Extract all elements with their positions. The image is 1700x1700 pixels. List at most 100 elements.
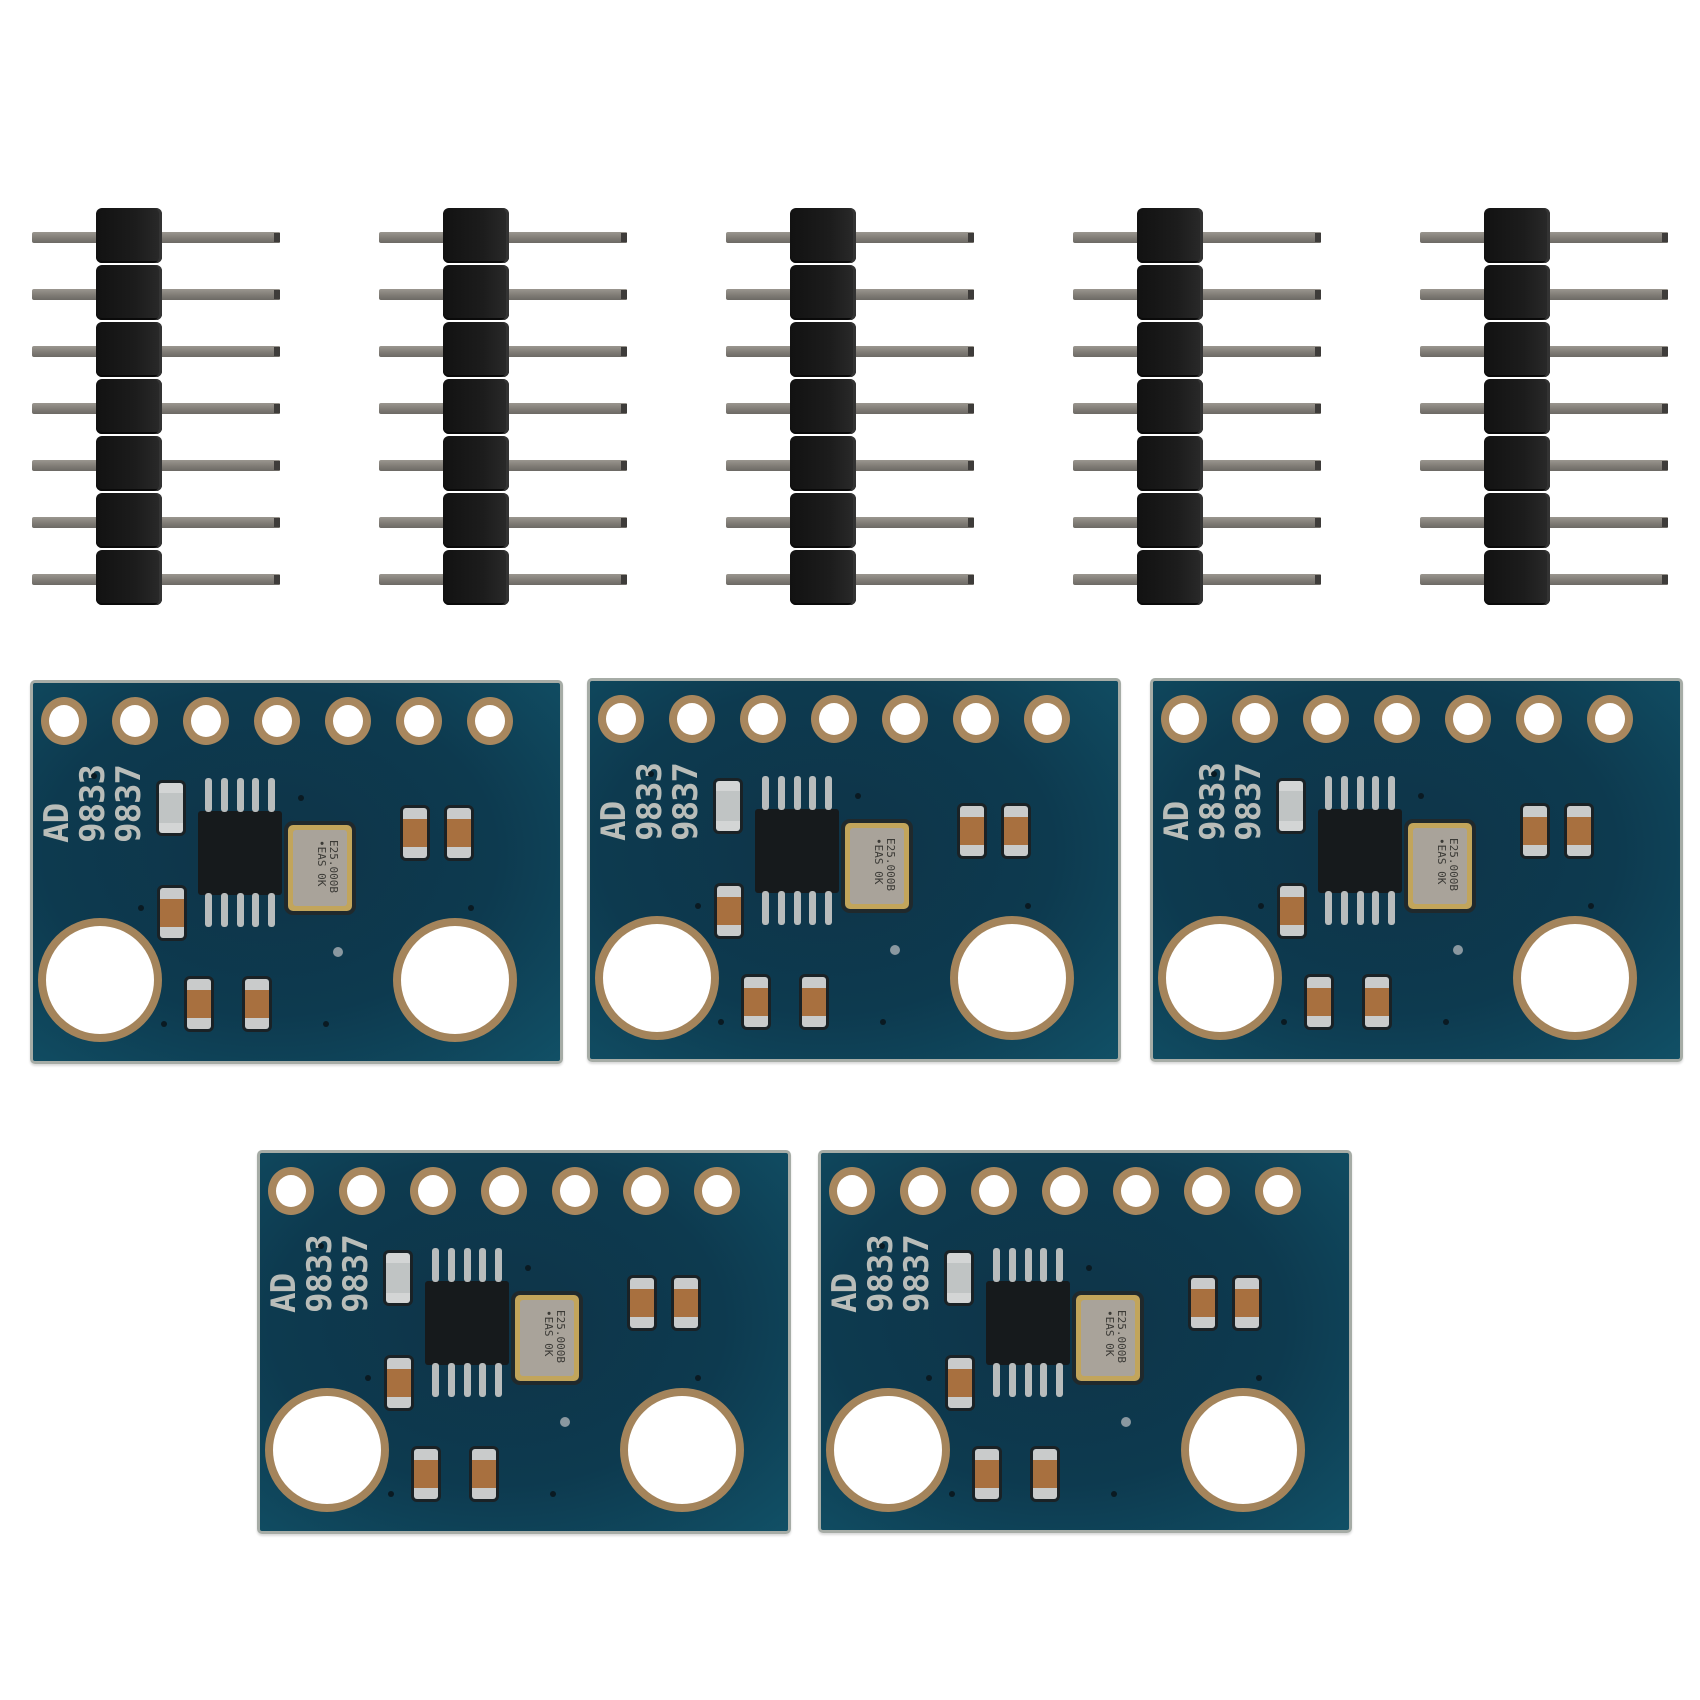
pin-long-end	[1548, 289, 1668, 300]
plastic-housing	[443, 493, 509, 548]
via	[1111, 1491, 1117, 1497]
pin-short-end	[32, 346, 98, 357]
pin-short-end	[32, 460, 98, 471]
header-pad	[623, 1167, 669, 1215]
ic-leads-bottom	[1325, 891, 1395, 925]
header-pin-row	[377, 493, 632, 550]
crystal-face: E25.000B •EAS 0K	[1413, 828, 1467, 904]
ic-lead	[777, 776, 785, 810]
ic-lead	[1024, 1248, 1032, 1282]
pin-long-end	[1548, 460, 1668, 471]
via	[1418, 793, 1424, 799]
pin-long-end	[1201, 403, 1321, 414]
ic-leads-bottom	[205, 893, 275, 927]
pin-short-end	[726, 517, 792, 528]
crystal-face: E25.000B •EAS 0K	[293, 830, 347, 906]
pin-short-end	[1420, 289, 1486, 300]
header-pad	[1042, 1167, 1088, 1215]
ic-lead	[809, 776, 817, 810]
crystal-face: E25.000B •EAS 0K	[1081, 1300, 1135, 1376]
pin-long-end	[854, 403, 974, 414]
header-pad	[254, 697, 300, 745]
pin-short-end	[1420, 346, 1486, 357]
via	[161, 1021, 167, 1027]
header-pin-row	[377, 379, 632, 436]
pin-long-end	[160, 517, 280, 528]
pin-long-end	[507, 403, 627, 414]
ic-lead	[1040, 1363, 1048, 1397]
plastic-housing	[96, 208, 162, 263]
resistor	[1279, 781, 1303, 831]
header-pin-row	[377, 550, 632, 607]
silkscreen-line: AD	[825, 1273, 865, 1313]
capacitor	[160, 888, 184, 938]
pin-short-end	[1420, 460, 1486, 471]
ic-chip	[986, 1281, 1070, 1365]
header-pin-row	[1418, 436, 1673, 493]
ic-lead	[268, 778, 275, 812]
via	[468, 905, 474, 911]
crystal-oscillator: E25.000B •EAS 0K	[515, 1295, 579, 1381]
plastic-housing	[443, 379, 509, 434]
silkscreen-line: AD	[594, 801, 634, 841]
header-pin-row	[1071, 322, 1326, 379]
capacitor	[1004, 806, 1028, 856]
ic-lead	[1024, 1363, 1032, 1397]
crystal-oscillator: E25.000B •EAS 0K	[1076, 1295, 1140, 1381]
header-pin-row	[377, 265, 632, 322]
capacitor	[387, 1358, 411, 1408]
plastic-housing	[1484, 379, 1550, 434]
header-pin-row	[1071, 436, 1326, 493]
ic-lead	[1388, 776, 1395, 810]
header-pad	[1113, 1167, 1159, 1215]
header-pad	[1232, 695, 1278, 743]
pin-long-end	[854, 232, 974, 243]
header-pin-row	[724, 322, 979, 379]
header-pad	[339, 1167, 385, 1215]
header-pad	[1255, 1167, 1301, 1215]
pin-header	[1418, 208, 1673, 608]
pin-long-end	[854, 289, 974, 300]
ic-lead	[268, 893, 275, 927]
capacitor	[1365, 977, 1389, 1027]
ic-lead	[479, 1363, 487, 1397]
capacitor	[403, 808, 427, 858]
resistor	[386, 1253, 410, 1303]
header-pin-row	[724, 436, 979, 493]
header-pin-row	[30, 550, 285, 607]
header-pad	[900, 1167, 946, 1215]
via	[318, 1243, 324, 1249]
pin-short-end	[32, 517, 98, 528]
ic-lead	[252, 893, 260, 927]
pin-long-end	[1548, 574, 1668, 585]
header-pin-row	[377, 436, 632, 493]
header-pin-row	[724, 493, 979, 550]
ic-lead	[993, 1248, 1000, 1282]
header-pad	[481, 1167, 527, 1215]
plastic-housing	[96, 265, 162, 320]
via	[880, 1019, 886, 1025]
pin-short-end	[32, 289, 98, 300]
pin-long-end	[507, 517, 627, 528]
via	[718, 1019, 724, 1025]
header-pin-row	[724, 265, 979, 322]
plastic-housing	[96, 379, 162, 434]
ic-lead	[236, 778, 244, 812]
pin-short-end	[379, 289, 445, 300]
crystal-oscillator: E25.000B •EAS 0K	[845, 823, 909, 909]
ic-chip	[755, 809, 839, 893]
header-pad	[552, 1167, 598, 1215]
mounting-hole	[826, 1388, 950, 1512]
pin-long-end	[1201, 346, 1321, 357]
silkscreen-line: 9837	[336, 1235, 376, 1313]
ic-lead	[1056, 1248, 1063, 1282]
plastic-housing	[790, 379, 856, 434]
pin-long-end	[160, 232, 280, 243]
header-pin-row	[1418, 493, 1673, 550]
header-pin-row	[30, 493, 285, 550]
crystal-oscillator: E25.000B •EAS 0K	[1408, 823, 1472, 909]
header-pad	[467, 697, 513, 745]
header-pad	[325, 697, 371, 745]
pin-short-end	[726, 232, 792, 243]
